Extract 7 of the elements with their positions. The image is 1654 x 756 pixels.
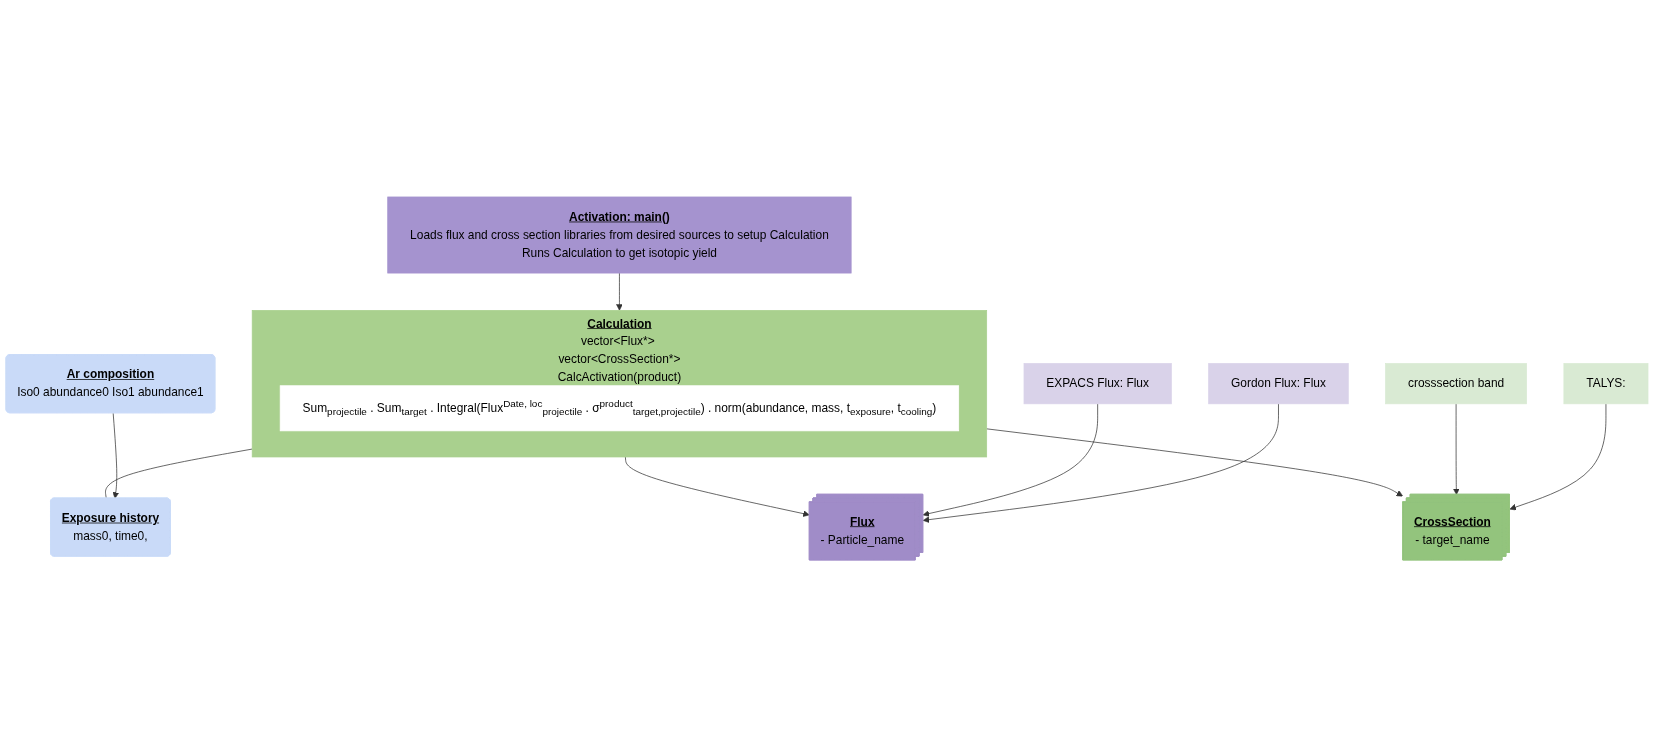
connector: [105, 448, 253, 498]
node-box: EXPACS Flux: Flux: [1023, 362, 1172, 404]
node-box: Gordon Flux: Flux: [1208, 362, 1349, 404]
node-box: crosssection band: [1385, 362, 1527, 404]
node-box: TALYS:: [1563, 362, 1649, 404]
node-box: Activation: main() Loads flux and cross section libraries from desired sources to setup Calculation Runs Calculation to get isotopic yield: [387, 196, 852, 273]
node-box: Sum$_{projectile}$ . Sum$_{target}$ . Integral(Flux$^{Date, loc}$$_{projectile}$ . σ$^{product}$$_{target,projectile}$) . norm(abundance, mass, t$_{exposure}$, t$_{cooling}$): [279, 384, 960, 431]
